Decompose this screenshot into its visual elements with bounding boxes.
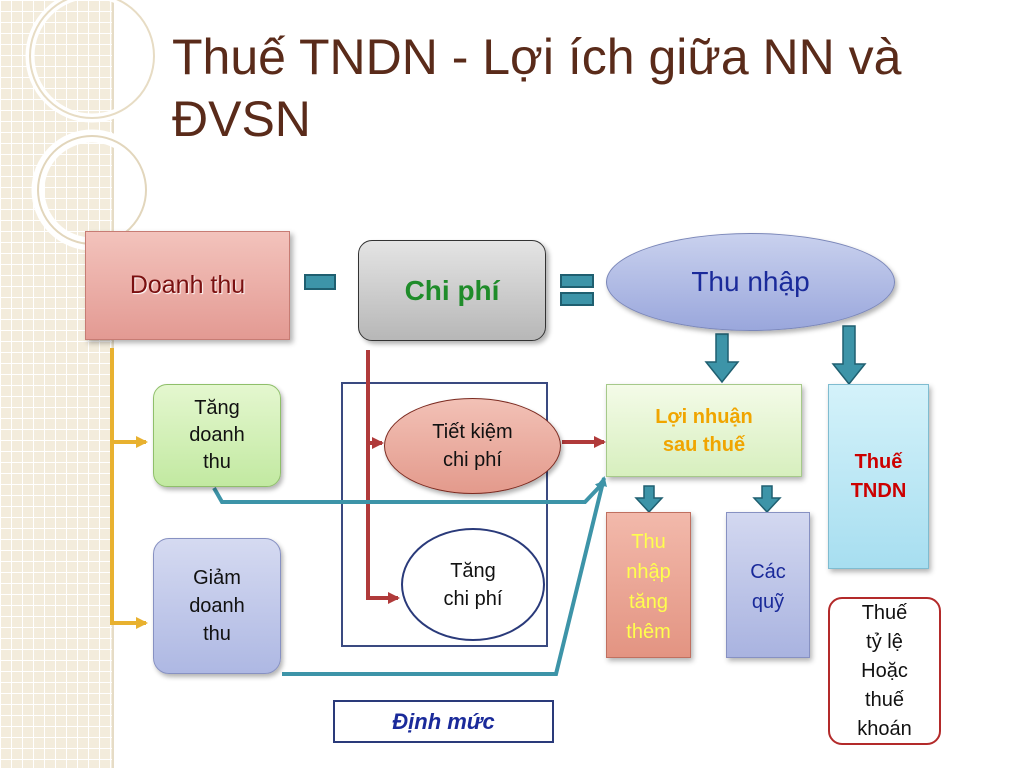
save-cost-label: Tiết kiệm chi phí <box>432 421 513 471</box>
rate-or-lump-tax-label: Thuế tỷ lệ Hoặc thuế khoán <box>857 601 912 740</box>
extra-income-label: Thu nhập tăng thêm <box>626 531 671 643</box>
norm-box: Định mức <box>333 700 554 743</box>
increase-cost-label: Tăng chi phí <box>443 559 503 610</box>
decrease-revenue-to-profit-line <box>282 476 607 676</box>
income-to-profit-arrow <box>704 333 740 384</box>
rate-or-lump-tax-box: Thuế tỷ lệ Hoặc thuế khoán <box>828 597 941 745</box>
revenue-box: Doanh thu <box>85 231 290 340</box>
slide-title: Thuế TNDN - Lợi ích giữa NN và ĐVSN <box>172 29 902 147</box>
decrease-revenue-box: Giảm doanh thu <box>153 538 281 674</box>
cost-options-frame <box>341 382 548 647</box>
increase-revenue-to-profit-line <box>212 480 606 504</box>
grid-background <box>0 0 112 768</box>
income-label: Thu nhập <box>691 266 810 297</box>
decrease-revenue-label: Giảm doanh thu <box>189 567 245 645</box>
funds-label: Các quỹ <box>750 561 786 613</box>
save-cost-ellipse: Tiết kiệm chi phí <box>384 398 561 494</box>
cost-label: Chi phí <box>404 274 500 306</box>
profit-after-tax-label: Lợi nhuận sau thuế <box>655 405 753 456</box>
minus-operator <box>304 274 336 290</box>
increase-revenue-box: Tăng doanh thu <box>153 384 281 487</box>
equals-operator-top <box>560 274 594 288</box>
cit-box: Thuế TNDN <box>828 384 929 569</box>
profit-after-tax-box: Lợi nhuận sau thuế <box>606 384 802 477</box>
cost-box: Chi phí <box>358 240 546 341</box>
increase-cost-ellipse: Tăng chi phí <box>401 528 545 641</box>
equals-operator-bottom <box>560 292 594 306</box>
extra-income-box: Thu nhập tăng thêm <box>606 512 691 658</box>
increase-revenue-label: Tăng doanh thu <box>189 397 245 473</box>
funds-box: Các quỹ <box>726 512 810 658</box>
norm-label: Định mức <box>392 708 495 734</box>
profit-to-extra-income-arrow <box>634 485 664 514</box>
revenue-label: Doanh thu <box>129 271 246 299</box>
income-ellipse: Thu nhập <box>606 233 895 331</box>
income-to-cit-arrow <box>831 325 867 386</box>
cit-label: Thuế TNDN <box>850 450 907 502</box>
profit-to-funds-arrow <box>752 485 782 514</box>
